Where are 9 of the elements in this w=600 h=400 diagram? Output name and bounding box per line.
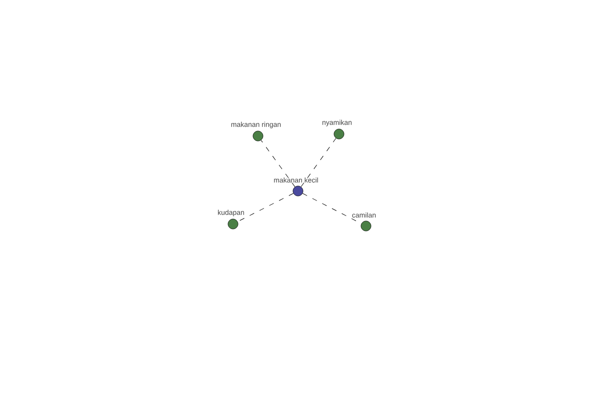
connector-line (302, 193, 362, 224)
circle-node (334, 128, 344, 140)
connector-line (300, 138, 336, 188)
circle-node (252, 130, 264, 142)
circle-node (228, 218, 238, 230)
connector-line (260, 140, 296, 188)
circle-node (292, 186, 304, 196)
connector-line (237, 193, 294, 222)
circle-node (360, 220, 372, 232)
